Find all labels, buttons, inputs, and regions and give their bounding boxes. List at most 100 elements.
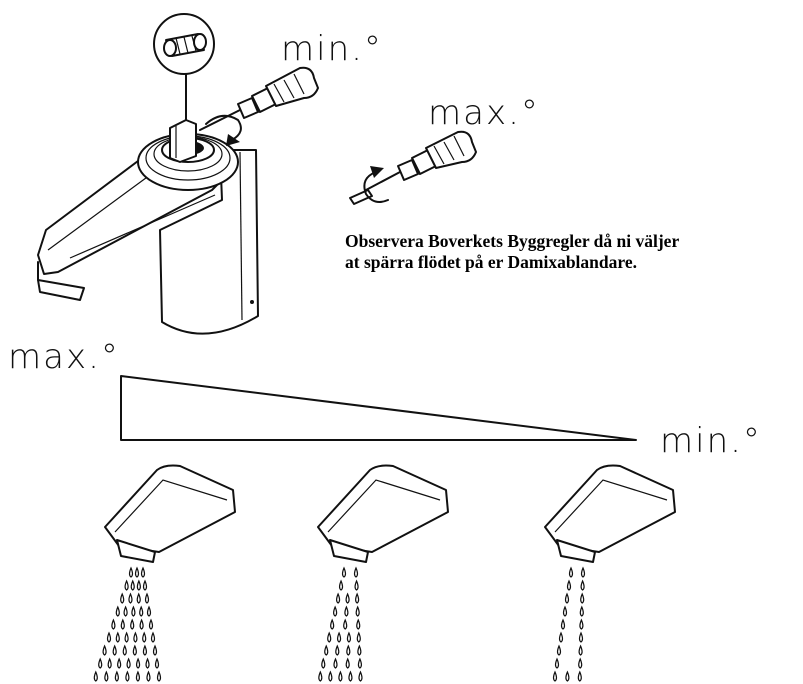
regulation-note-line-1: Observera Boverkets Byggregler då ni väl… bbox=[345, 231, 680, 251]
water-droplet bbox=[139, 618, 144, 630]
water-droplet bbox=[152, 644, 158, 656]
water-droplet bbox=[355, 605, 360, 617]
min-label-right: min.° bbox=[660, 421, 762, 461]
regulation-note-line-2: at spärra flödet på er Damixablandare. bbox=[345, 252, 637, 272]
water-droplet bbox=[135, 657, 141, 669]
water-droplet bbox=[142, 644, 148, 656]
water-droplet bbox=[142, 579, 148, 591]
water-droplet bbox=[98, 657, 103, 669]
water-droplet bbox=[336, 631, 342, 643]
water-droplet bbox=[114, 670, 119, 682]
water-droplet bbox=[335, 592, 341, 604]
water-droplet bbox=[115, 631, 120, 643]
water-droplet bbox=[132, 644, 137, 656]
water-droplet bbox=[117, 657, 122, 669]
water-droplet bbox=[333, 657, 338, 669]
water-droplet bbox=[156, 670, 162, 682]
water-droplet bbox=[343, 618, 348, 630]
water-droplet bbox=[345, 657, 350, 669]
water-droplet bbox=[357, 657, 363, 669]
max-label-top: max.° bbox=[428, 93, 540, 133]
water-droplet bbox=[578, 644, 583, 656]
water-droplet bbox=[327, 631, 332, 643]
water-droplet bbox=[356, 618, 361, 630]
water-droplet bbox=[131, 605, 136, 617]
water-droplet bbox=[120, 592, 125, 604]
water-droplet bbox=[130, 618, 135, 630]
water-droplet bbox=[577, 670, 582, 682]
water-droplet bbox=[562, 605, 568, 617]
water-droplet bbox=[128, 566, 134, 578]
water-droplet bbox=[335, 644, 340, 656]
flow-wedge bbox=[120, 375, 637, 441]
water-droplet bbox=[564, 592, 570, 604]
water-droplet bbox=[341, 566, 347, 578]
water-droplet bbox=[122, 644, 127, 656]
water-droplet bbox=[134, 566, 140, 578]
water-droplet bbox=[104, 670, 109, 682]
water-droplet bbox=[558, 631, 564, 643]
water-droplet bbox=[346, 644, 351, 656]
water-droplet bbox=[135, 670, 141, 682]
spout-max bbox=[93, 464, 236, 682]
water-droplet bbox=[144, 592, 150, 604]
water-droplet bbox=[146, 670, 151, 682]
water-droplet bbox=[133, 631, 138, 643]
water-droplet bbox=[148, 618, 154, 630]
water-droplet bbox=[578, 657, 583, 669]
water-droplet bbox=[125, 670, 130, 682]
water-droplet bbox=[580, 592, 585, 604]
water-droplet bbox=[142, 631, 147, 643]
water-droplet bbox=[123, 605, 128, 617]
water-droplet bbox=[146, 605, 152, 617]
spout-mid bbox=[317, 464, 449, 682]
water-droplet bbox=[136, 579, 141, 591]
water-droplet bbox=[556, 644, 562, 656]
water-droplet bbox=[345, 592, 350, 604]
water-droplet bbox=[115, 605, 120, 617]
water-droplet bbox=[579, 605, 584, 617]
water-droplet bbox=[154, 657, 160, 669]
water-droplet bbox=[580, 566, 586, 578]
water-droplet bbox=[107, 657, 112, 669]
water-droplet bbox=[346, 631, 352, 643]
water-droplet bbox=[338, 670, 343, 682]
water-droplet bbox=[102, 644, 107, 656]
water-droplet bbox=[93, 670, 98, 682]
water-droplet bbox=[136, 592, 141, 604]
water-droplet bbox=[126, 657, 131, 669]
water-droplet bbox=[356, 631, 361, 643]
water-droplet bbox=[554, 657, 560, 669]
water-droplet bbox=[565, 670, 570, 682]
water-droplet bbox=[111, 618, 116, 630]
water-droplet bbox=[124, 579, 129, 591]
water-droplet bbox=[353, 566, 359, 578]
water-droplet bbox=[330, 618, 335, 630]
screwdriver-icon bbox=[199, 66, 319, 146]
min-label-top: min.° bbox=[281, 29, 383, 69]
water-droplet bbox=[106, 631, 112, 643]
water-droplet bbox=[355, 592, 360, 604]
water-droplet bbox=[568, 566, 574, 578]
water-droplet bbox=[580, 579, 585, 591]
water-droplet bbox=[338, 579, 344, 591]
water-droplet bbox=[333, 605, 338, 617]
max-label-left: max.° bbox=[8, 337, 120, 377]
screwdriver-icon bbox=[349, 130, 477, 205]
water-droplet bbox=[321, 657, 326, 669]
water-droplet bbox=[348, 670, 353, 682]
water-droplet bbox=[124, 631, 129, 643]
water-droplet bbox=[318, 670, 323, 682]
water-droplet bbox=[560, 618, 566, 630]
water-droplet bbox=[324, 644, 329, 656]
water-droplet bbox=[578, 631, 584, 643]
water-droplet bbox=[566, 579, 572, 591]
water-droplet bbox=[552, 670, 558, 682]
water-droplet bbox=[139, 605, 144, 617]
water-droplet bbox=[130, 579, 135, 591]
water-droplet bbox=[140, 566, 146, 578]
water-droplet bbox=[145, 657, 150, 669]
water-droplet bbox=[328, 670, 333, 682]
